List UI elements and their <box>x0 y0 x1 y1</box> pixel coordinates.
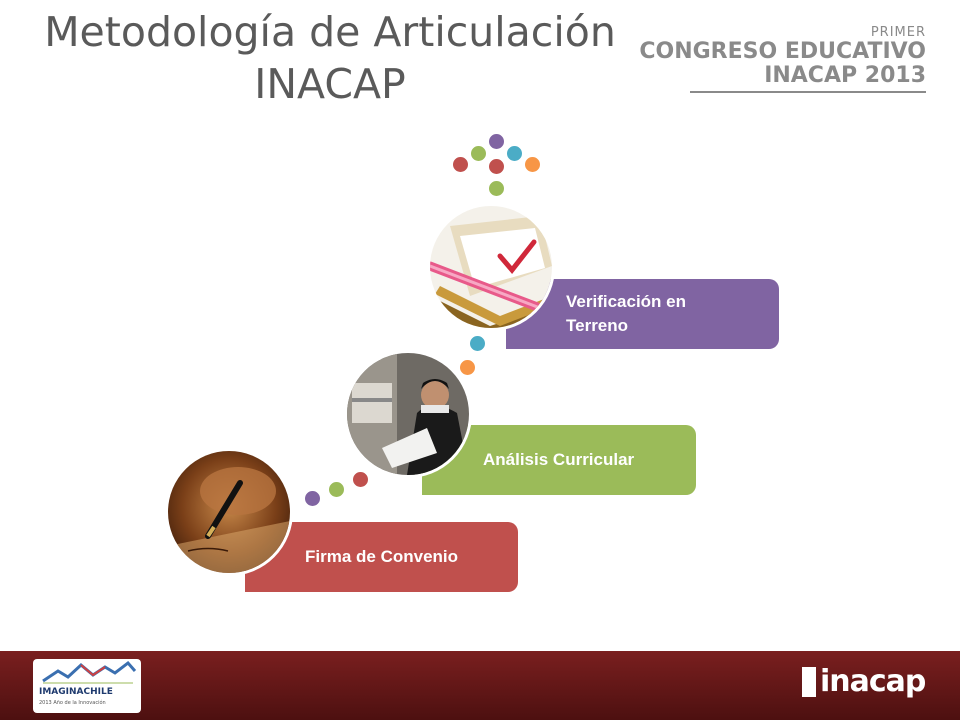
inacap-logo: inacap <box>802 664 926 699</box>
congress-logo-line2: CONGRESO EDUCATIVO <box>639 39 926 64</box>
mountain-logo-icon <box>42 660 137 684</box>
slide-title-line1: Metodología de Articulación <box>44 8 616 56</box>
dot-purple <box>305 491 320 506</box>
dot-red <box>353 472 368 487</box>
step-label: Firma de Convenio <box>305 547 459 566</box>
dot-green <box>471 146 486 161</box>
dot-green <box>329 482 344 497</box>
step-label-line1: Verificación en <box>566 292 686 311</box>
congress-logo-line1: PRIMER <box>870 25 926 40</box>
dot-purple <box>489 134 504 149</box>
imaginachile-tagline: 2013 Año de la Innovación <box>39 700 106 706</box>
imaginachile-logo-text: IMAGINACHILE <box>39 687 113 697</box>
signing-pen-photo <box>165 448 293 576</box>
step-label: Análisis Curricular <box>483 450 635 469</box>
dot-blue <box>470 336 485 351</box>
slide-title-line2: INACAP <box>254 60 406 108</box>
step-firma-de-convenio: Firma de Convenio <box>245 522 518 592</box>
checked-documents-photo <box>427 203 555 331</box>
step-label-line2: Terreno <box>566 316 629 335</box>
step-label: Verificación en Terreno <box>566 290 686 338</box>
dot-green <box>489 181 504 196</box>
imaginachile-logo: IMAGINACHILE 2013 Año de la Innovación <box>33 659 141 713</box>
dot-orange <box>460 360 475 375</box>
inacap-mark-icon <box>802 667 816 697</box>
dot-red <box>489 159 504 174</box>
step-verificacion-en-terreno: Verificación en Terreno <box>506 279 779 349</box>
congress-logo-underline <box>690 91 926 93</box>
footer-bar: IMAGINACHILE 2013 Año de la Innovación i… <box>0 651 960 720</box>
congress-logo: PRIMER CONGRESO EDUCATIVO INACAP 2013 <box>639 26 926 87</box>
dot-red <box>453 157 468 172</box>
dot-blue <box>507 146 522 161</box>
inacap-logo-text: inacap <box>820 664 926 699</box>
man-reading-documents-photo <box>344 350 472 478</box>
dot-orange <box>525 157 540 172</box>
congress-logo-line3: INACAP 2013 <box>764 63 926 88</box>
slide-title: Metodología de Articulación INACAP <box>30 6 630 110</box>
